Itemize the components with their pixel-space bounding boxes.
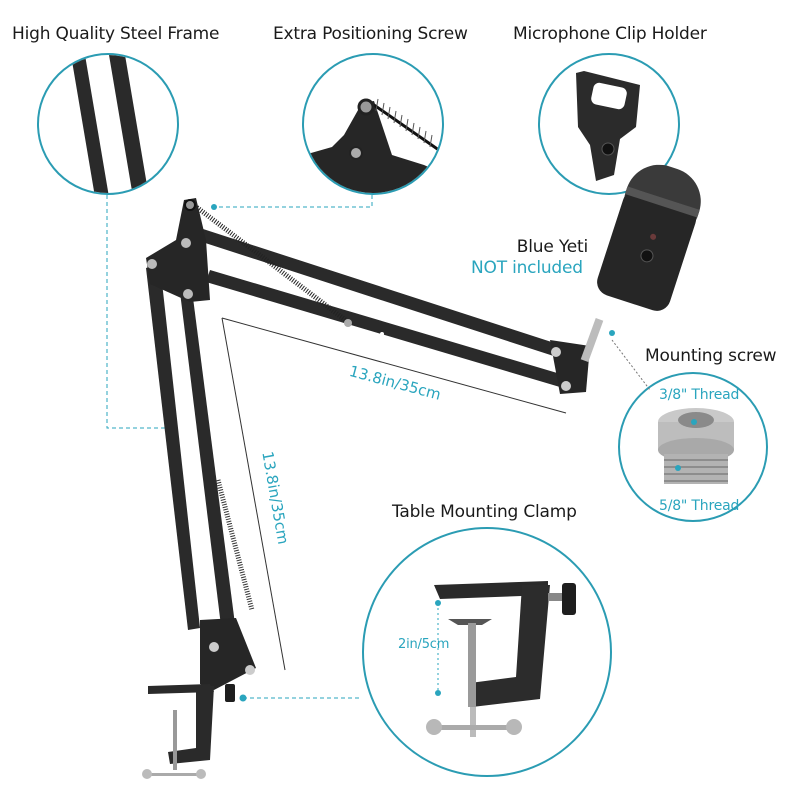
steel-bars-image (71, 55, 149, 193)
clamp-opening-dimension: 2in/5cm (398, 637, 450, 652)
positioning-screw-detail-circle (302, 53, 444, 195)
positioning-screw-label: Extra Positioning Screw (273, 24, 468, 44)
steel-frame-detail-circle (37, 53, 179, 195)
clip-holder-label: Microphone Clip Holder (513, 24, 707, 44)
blue-yeti-microphone (597, 164, 701, 311)
table-clamp-label: Table Mounting Clamp (392, 502, 577, 522)
table-clamp-image (426, 581, 576, 737)
mounting-screw-label: Mounting screw (645, 346, 777, 366)
clip-holder-image (576, 71, 640, 181)
table-clamp-detail-circle (362, 527, 612, 777)
steel-frame-label: High Quality Steel Frame (12, 24, 220, 44)
mounting-screw-detail-circle (618, 372, 768, 522)
thread-adapter-image (658, 408, 734, 484)
bottom-thread-label: 5/8" Thread (659, 498, 740, 514)
not-included-label: NOT included (471, 258, 583, 278)
positioning-screw-image (304, 98, 442, 193)
microphone-name-label: Blue Yeti (516, 237, 588, 257)
top-thread-label: 3/8" Thread (659, 387, 740, 403)
